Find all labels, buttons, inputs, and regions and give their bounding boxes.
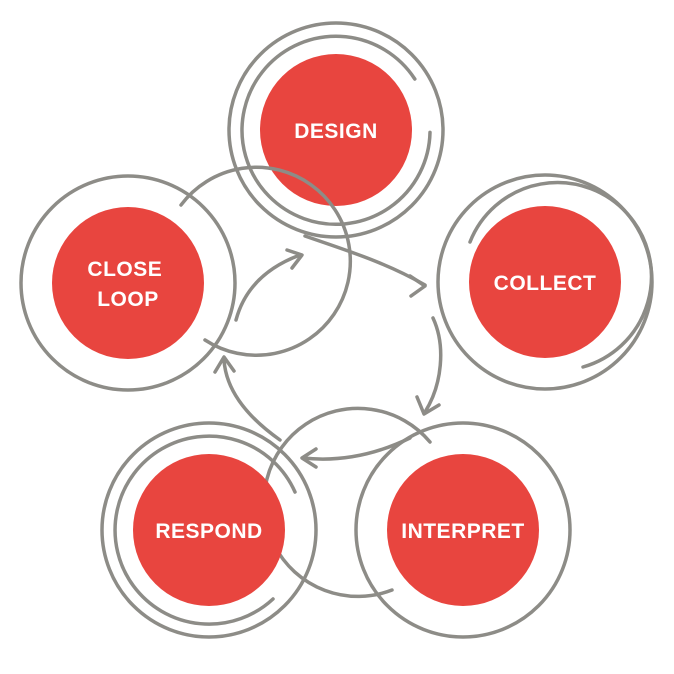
node-circle	[387, 454, 539, 606]
connector-closeloop-to-design	[234, 253, 302, 322]
connector-design-to-collect	[303, 234, 427, 287]
node-collect: COLLECT	[436, 173, 654, 391]
step-label: COLLECT	[494, 272, 597, 295]
arrowhead-interpret	[415, 395, 441, 416]
node-circle	[469, 206, 621, 358]
inner-ring-arc	[262, 406, 432, 599]
node-circle	[260, 54, 412, 206]
connector-respond-to-closeloop	[222, 358, 282, 442]
step-label: CLOSE LOOP	[87, 258, 168, 311]
node-circle	[52, 207, 204, 359]
outer-ring	[227, 21, 445, 239]
node-circle	[133, 454, 285, 606]
node-respond: RESPOND	[100, 421, 318, 639]
connector-collect-to-interpret	[423, 316, 443, 414]
step-label: DESIGN	[294, 120, 378, 143]
outer-ring	[100, 421, 318, 639]
inner-ring-arc	[179, 165, 353, 357]
arrowhead-respond	[300, 447, 318, 469]
inner-ring-arc	[113, 434, 297, 626]
step-label: RESPOND	[155, 520, 262, 543]
node-close-loop: CLOSE LOOP	[19, 165, 353, 392]
arrowhead-design	[285, 248, 304, 270]
step-label: INTERPRET	[401, 520, 525, 543]
outer-ring	[19, 174, 237, 392]
arrowhead-closeloop	[213, 355, 236, 374]
arrowhead-collect	[408, 274, 427, 298]
outer-ring	[354, 421, 572, 639]
node-design: DESIGN	[227, 21, 445, 239]
node-interpret: INTERPRET	[262, 406, 572, 639]
inner-ring-arc	[240, 34, 432, 227]
inner-ring-arc	[468, 180, 654, 369]
